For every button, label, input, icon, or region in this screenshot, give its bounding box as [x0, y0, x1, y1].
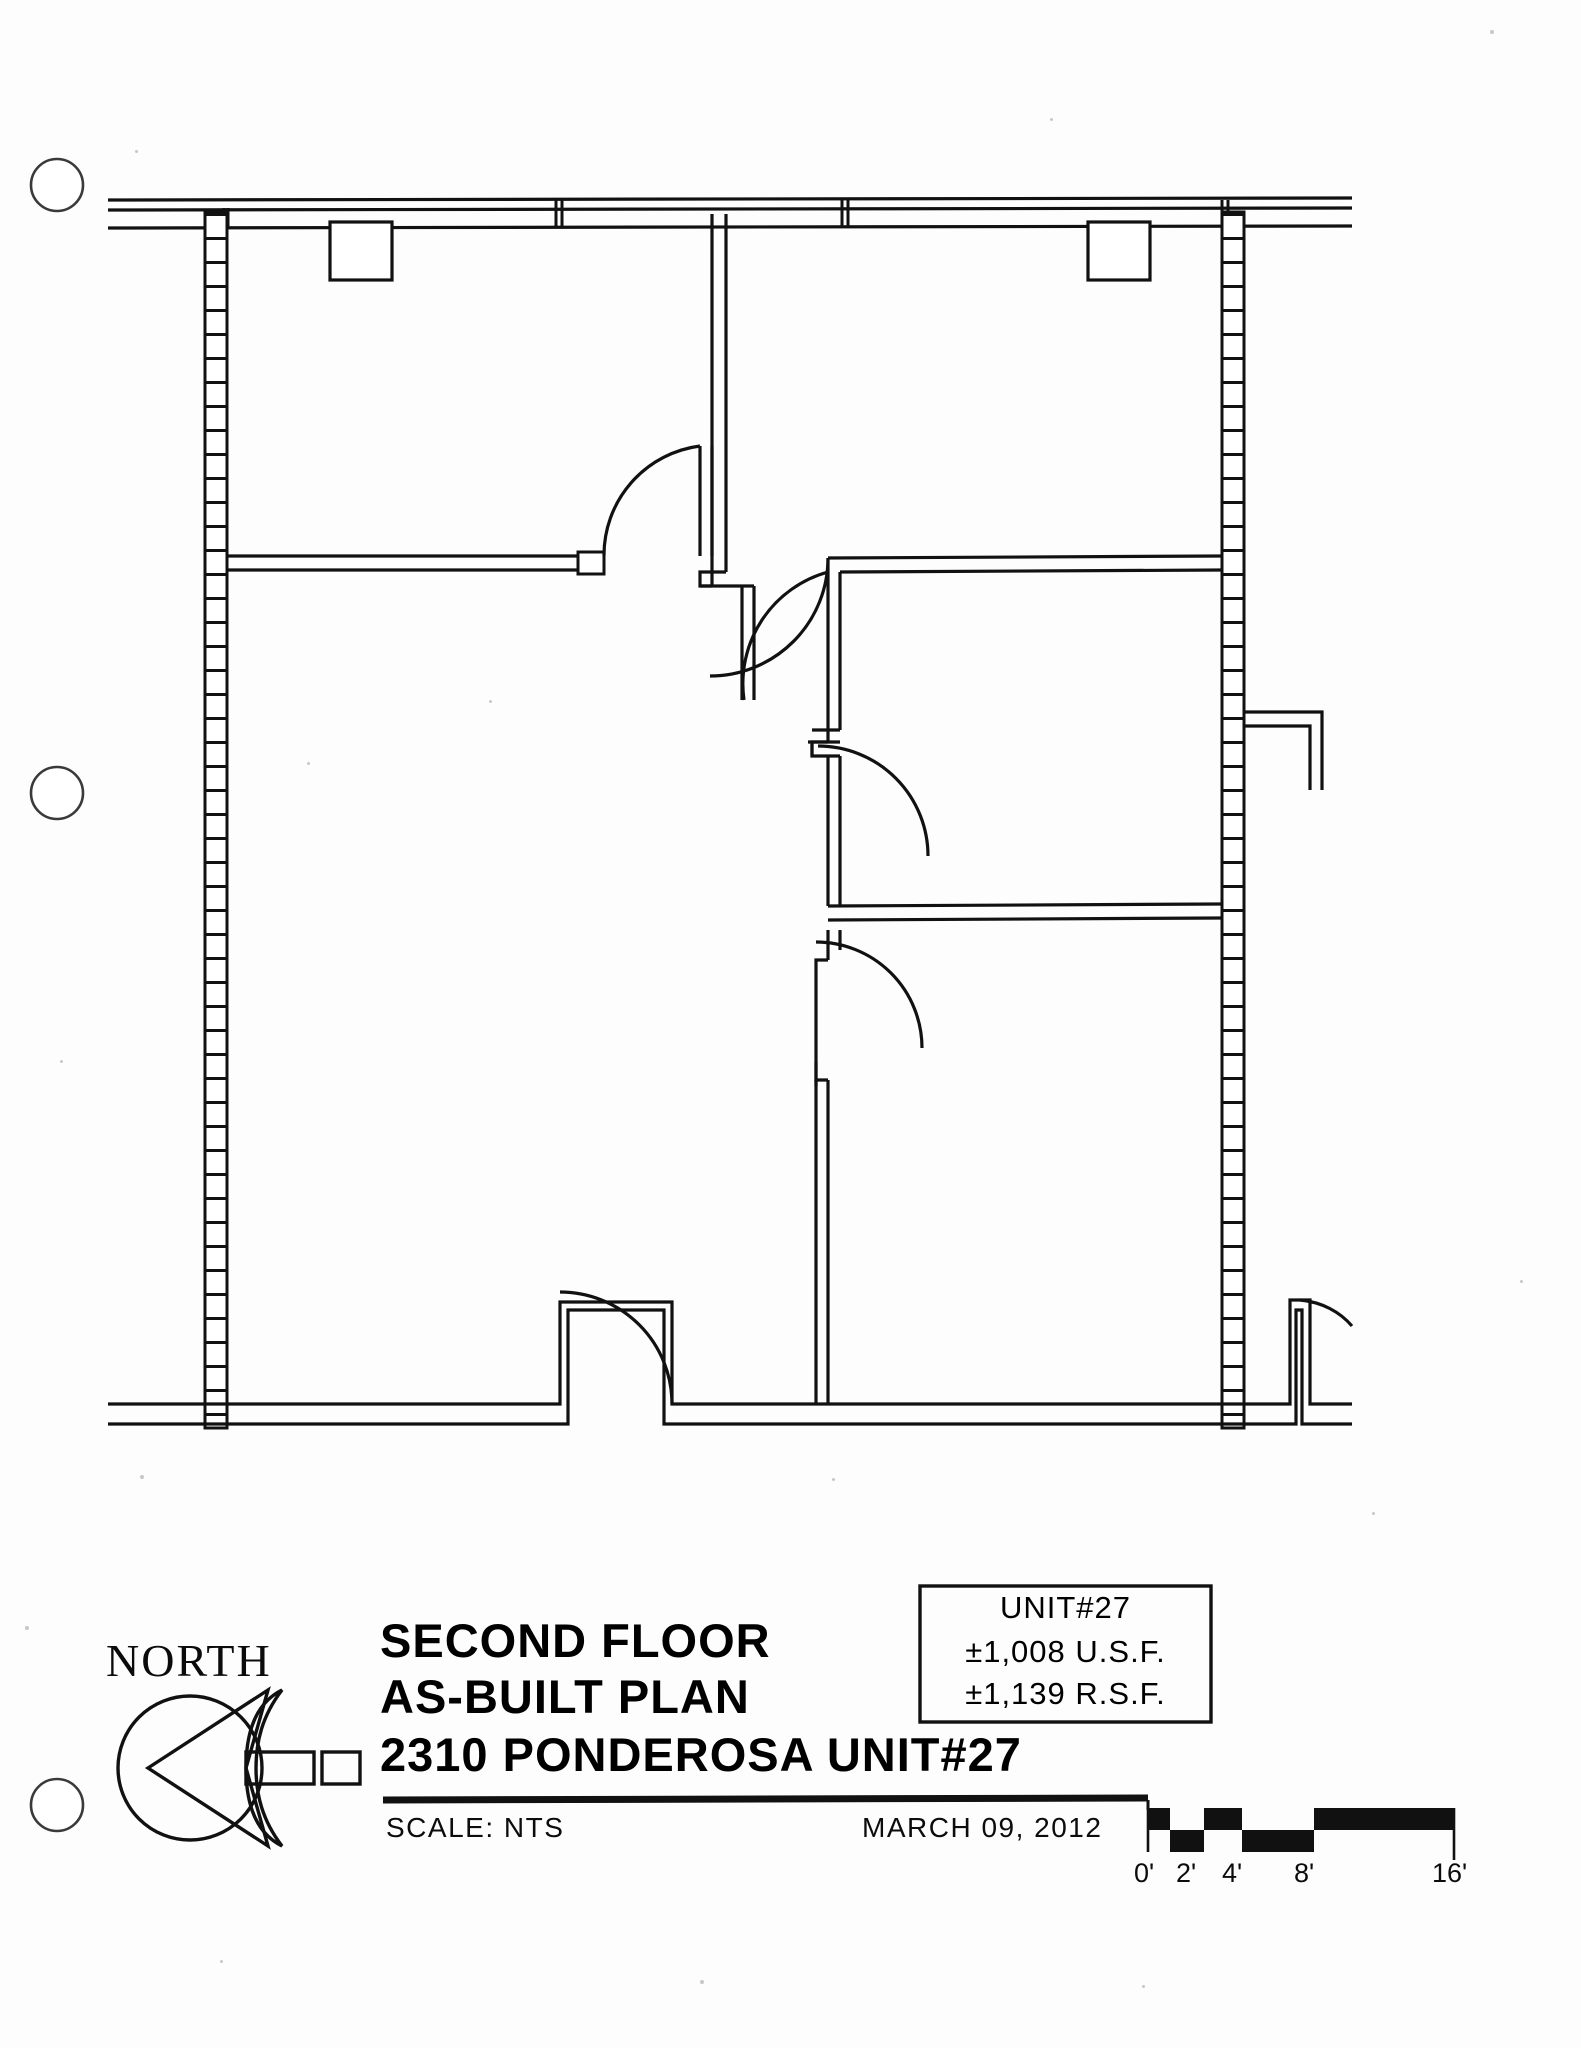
binder-hole-bottom: [29, 1777, 85, 1833]
partition-center-vertical-lower: [826, 756, 842, 906]
door-office-c: [817, 744, 930, 857]
plan-geometry: [107, 196, 1354, 1430]
scan-speck: [1490, 30, 1494, 34]
binder-hole-middle: [29, 765, 85, 821]
scale-label: SCALE: NTS: [386, 1812, 565, 1843]
scale-tick-3: 8': [1294, 1858, 1315, 1888]
door-office-b-arc: [741, 570, 829, 701]
door-office-b: [709, 557, 830, 678]
partition-center-east-bottom: [827, 902, 1223, 922]
scan-speck: [140, 1475, 144, 1479]
exterior-wall-east: [1220, 210, 1246, 1430]
scan-speck: [1142, 1985, 1145, 1988]
binder-hole-top: [29, 157, 85, 213]
door-east-service: [1299, 1298, 1354, 1328]
scale-tick-1: 2': [1176, 1858, 1197, 1888]
scan-speck: [135, 150, 138, 153]
scale-tick-4: 16': [1432, 1858, 1468, 1888]
scan-speck: [489, 700, 492, 703]
scan-speck: [307, 762, 310, 765]
column-box-right: [1086, 220, 1152, 282]
exterior-wall-north: [107, 196, 1353, 230]
partition-center-left-vertical: [700, 584, 756, 700]
north-arrow-icon: [116, 1686, 362, 1850]
title-line-3: 2310 PONDEROSA UNIT#27: [380, 1728, 1022, 1781]
partition-nw-room-south: [227, 550, 606, 576]
column-box-left: [328, 220, 394, 282]
partition-center-room: [810, 554, 1223, 758]
title-line-1: SECOND FLOOR: [380, 1614, 771, 1667]
exterior-wall-south: [108, 1298, 1352, 1426]
unit-usable-area: ±1,008 U.S.F.: [965, 1634, 1166, 1669]
partition-south-vertical: [814, 1080, 830, 1406]
scan-speck: [1050, 118, 1053, 121]
scale-tick-0: 0': [1134, 1858, 1155, 1888]
partition-south-center: [814, 930, 842, 1082]
unit-box-frame: [918, 1584, 1213, 1724]
scan-speck: [700, 1980, 704, 1984]
date-label: MARCH 09, 2012: [862, 1812, 1103, 1843]
scale-tick-2: 4': [1222, 1858, 1243, 1888]
scan-speck: [25, 1626, 29, 1630]
scan-speck: [60, 1060, 63, 1063]
door-office-a: [602, 444, 714, 557]
partition-center-jog: [808, 740, 840, 756]
door-office-d: [814, 940, 924, 1086]
unit-rentable-area: ±1,139 R.S.F.: [965, 1676, 1166, 1711]
door-entry: [559, 1290, 674, 1405]
unit-number: UNIT#27: [999, 1590, 1132, 1625]
exterior-wall-west: [203, 210, 229, 1430]
east-wall-notch: [1244, 710, 1324, 790]
title-line-2: AS-BUILT PLAN: [380, 1670, 750, 1723]
scan-speck: [1372, 1512, 1375, 1515]
scan-speck: [1520, 1280, 1523, 1283]
scan-speck: [832, 1478, 835, 1481]
graphic-scale-bar: [1146, 1800, 1456, 1860]
scan-speck: [220, 1960, 223, 1963]
title-rule: [382, 1794, 1149, 1804]
north-label: NORTH: [106, 1635, 272, 1686]
